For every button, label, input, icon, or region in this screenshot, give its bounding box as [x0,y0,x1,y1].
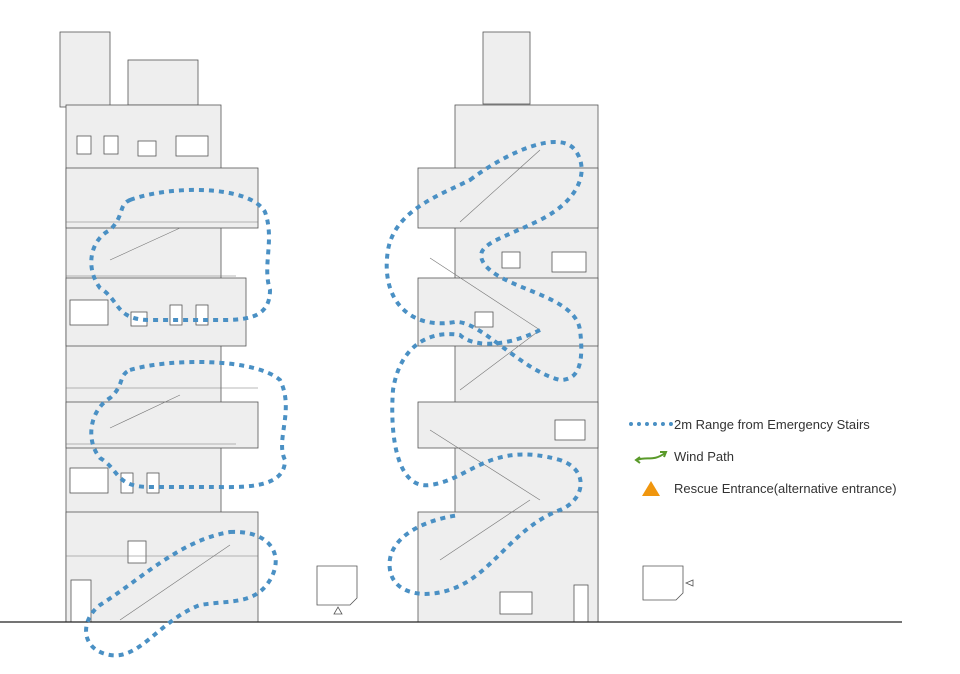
legend-label: Wind Path [674,448,734,464]
curved-arrow-icon [634,451,668,464]
legend-item-stair-range: 2m Range from Emergency Stairs [628,408,897,440]
triangle-icon [642,480,660,496]
legend-item-rescue-entrance: Rescue Entrance(alternative entrance) [628,472,897,504]
legend-item-wind-path: Wind Path [628,440,897,472]
legend-label: Rescue Entrance(alternative entrance) [674,480,897,496]
range-loop [84,529,278,658]
dotted-line-icon [629,422,673,426]
range-loop [387,328,583,596]
roof-box [59,31,111,108]
range-loop [89,360,288,490]
right-building [417,31,599,623]
legend-label: 2m Range from Emergency Stairs [674,416,870,432]
range-loop [89,187,273,323]
legend: 2m Range from Emergency Stairs Wind Path… [628,408,897,504]
small-structures [316,565,694,615]
left-building [59,31,259,623]
stair-range-loops [84,140,584,658]
